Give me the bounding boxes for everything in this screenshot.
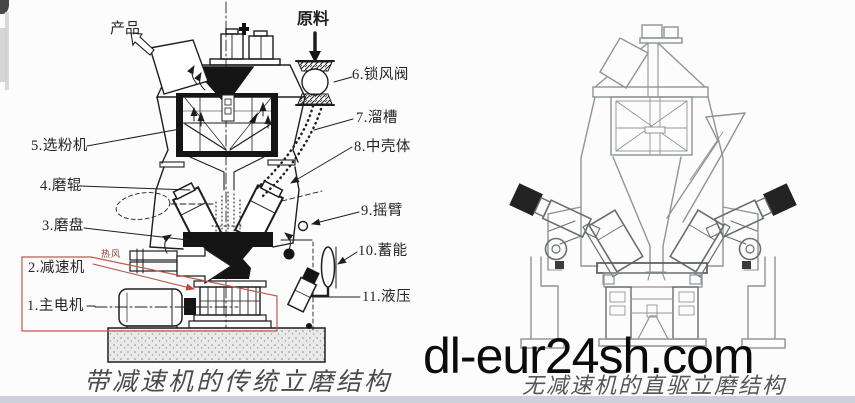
hydraulic-cylinder	[286, 267, 320, 313]
cone-band	[592, 86, 709, 98]
pivot-right	[724, 220, 762, 269]
label-middle-shell: 8.中壳体	[354, 139, 411, 155]
watermark: dl-eur24sh.com	[423, 328, 755, 384]
left-mill-drawing	[21, 1, 361, 363]
feed-chute-right	[666, 112, 746, 223]
separator-box	[610, 96, 693, 156]
leg-left	[520, 256, 565, 349]
label-powder-separator: 5.选粉机	[31, 138, 88, 154]
label-accumulator: 10.蓄能	[358, 243, 408, 259]
label-raw-material: 原料	[297, 11, 330, 28]
dust-cloud	[115, 192, 171, 220]
label-hydraulic: 11.液压	[362, 289, 412, 305]
bottom-edge-strip	[0, 396, 855, 403]
grinding-roller-left	[171, 181, 223, 246]
separator-drive	[209, 23, 281, 66]
scan-artifact-corner	[0, 0, 9, 14]
separator-cage	[176, 93, 278, 157]
gearbox	[188, 280, 272, 329]
leg-right	[741, 256, 786, 349]
outer-shell	[547, 96, 759, 271]
leader-lines	[79, 76, 361, 307]
outlet-duct	[599, 37, 649, 89]
feed-chute	[252, 104, 323, 198]
tension-cylinder-left	[509, 183, 601, 239]
label-reducer: 2.减速机	[28, 260, 85, 276]
left-caption: 带减速机的传统立磨结构	[84, 369, 393, 396]
label-hot-air: 热风	[101, 249, 122, 259]
product-arrow	[130, 32, 155, 56]
label-chute: 7.溜槽	[356, 110, 398, 126]
label-grinding-roller: 4.磨辊	[40, 178, 82, 194]
product-duct	[149, 39, 209, 95]
accumulator	[309, 246, 337, 298]
label-lock-air-valve: 6.锁风阀	[352, 67, 409, 83]
lock-air-valve	[295, 31, 335, 106]
table-pedestal-right	[596, 262, 708, 347]
right-mill-drawing	[509, 24, 797, 349]
main-motor	[94, 288, 239, 334]
roller-left	[582, 209, 644, 278]
tension-cylinder-right	[705, 183, 797, 239]
roller-right	[669, 209, 731, 278]
highlight-red-box	[21, 256, 278, 332]
pivot-left	[544, 220, 582, 269]
scan-artifact-smudge	[0, 28, 7, 82]
top-drive	[639, 24, 683, 98]
label-rocker-arm: 9.摇臂	[361, 203, 403, 219]
foundation-slab	[107, 327, 326, 363]
feed-cone	[191, 66, 255, 106]
material-spray	[211, 191, 245, 239]
grinding-table	[183, 232, 273, 247]
scan-artifact-streak	[5, 12, 9, 90]
right-caption: 无减速机的直驱立磨结构	[521, 373, 786, 398]
label-grinding-disc: 3.磨盘	[42, 218, 84, 234]
inner-funnel	[612, 156, 682, 281]
label-product: 产品	[110, 21, 141, 37]
mill-shell	[149, 96, 306, 250]
label-main-motor: 1.主电机	[27, 298, 84, 314]
